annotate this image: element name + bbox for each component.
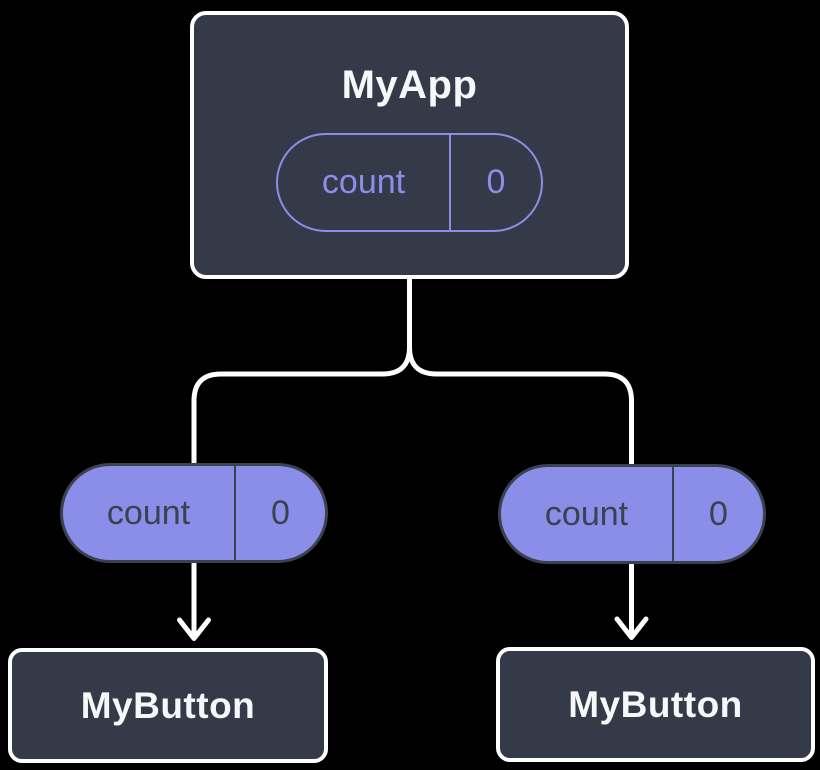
arrow-down-icon [614,559,649,640]
prop-name-label: count [544,494,629,533]
prop-name-label: count [106,493,191,532]
state-name-label: count [321,163,406,201]
prop-pill-right: count 0 [498,464,766,564]
child-component-title: MyButton [80,684,256,726]
prop-pill-left: count 0 [60,463,328,563]
root-component-node: MyApp count 0 [190,11,629,279]
child-component-title: MyButton [568,683,743,725]
root-state-pill: count 0 [276,133,543,232]
prop-value-label: 0 [234,466,325,560]
arrow-down-icon [177,558,211,641]
prop-value-label: 0 [672,467,763,561]
state-value-label: 0 [449,135,541,230]
root-component-title: MyApp [341,63,478,107]
fork-connector-left [191,275,412,464]
child-component-node-left: MyButton [8,648,328,763]
child-component-node-right: MyButton [496,647,815,762]
fork-connector-right [407,275,634,465]
